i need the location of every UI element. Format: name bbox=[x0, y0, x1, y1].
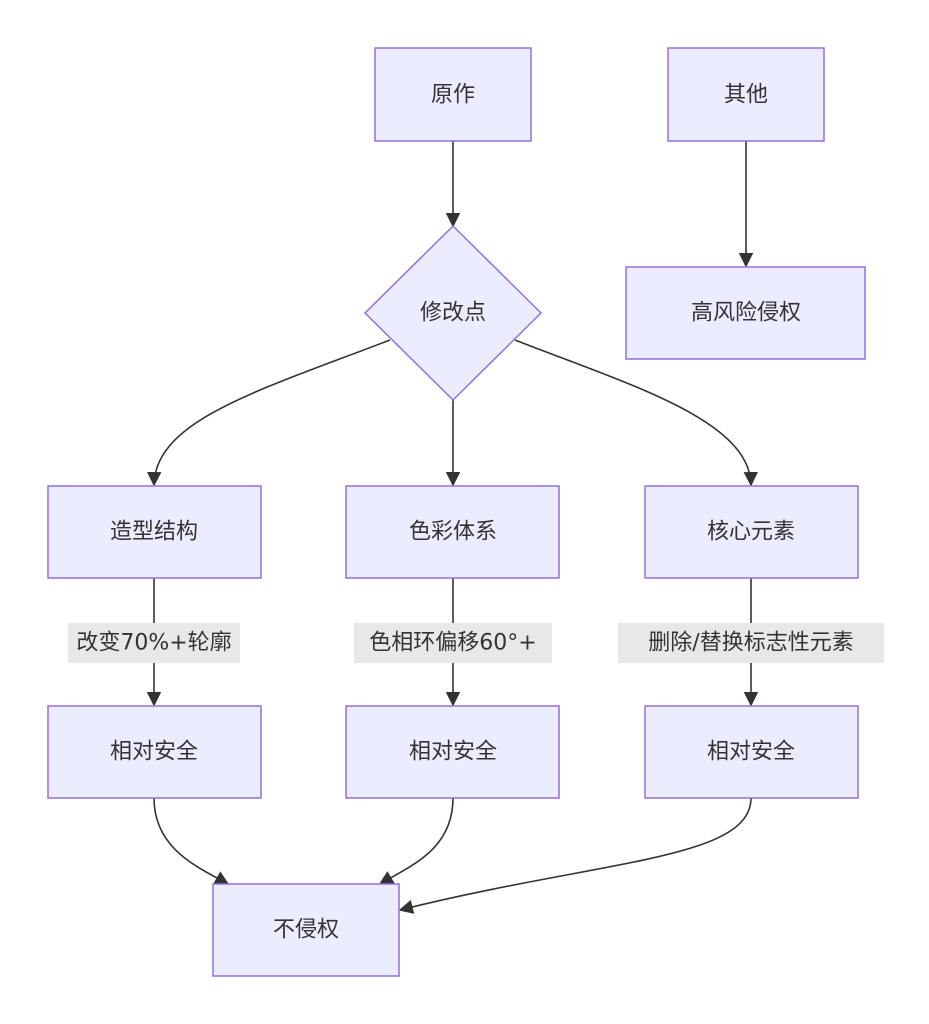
node-core-elements: 核心元素 bbox=[644, 485, 859, 579]
node-no-infringement: 不侵权 bbox=[212, 883, 400, 977]
node-high-risk: 高风险侵权 bbox=[625, 266, 866, 360]
node-original: 原作 bbox=[374, 47, 532, 142]
node-modification-point: 修改点 bbox=[363, 224, 543, 402]
svg-text:造型结构: 造型结构 bbox=[110, 520, 198, 545]
svg-text:核心元素: 核心元素 bbox=[707, 520, 795, 545]
svg-text:色相环偏移60°+: 色相环偏移60°+ bbox=[369, 631, 536, 656]
svg-text:删除/替换标志性元素: 删除/替换标志性元素 bbox=[648, 631, 853, 656]
node-safe-left: 相对安全 bbox=[47, 705, 262, 799]
svg-text:相对安全: 相对安全 bbox=[707, 740, 795, 765]
svg-text:修改点: 修改点 bbox=[420, 301, 486, 326]
svg-text:改变70%+轮廓: 改变70%+轮廓 bbox=[76, 631, 231, 656]
node-shape-structure: 造型结构 bbox=[47, 485, 262, 579]
svg-text:高风险侵权: 高风险侵权 bbox=[691, 301, 801, 326]
edge-label-core: 删除/替换标志性元素 bbox=[618, 623, 884, 663]
node-color-system: 色彩体系 bbox=[345, 485, 560, 579]
edge-modification-to-shape bbox=[147, 339, 391, 487]
svg-text:原作: 原作 bbox=[431, 83, 475, 108]
svg-text:色彩体系: 色彩体系 bbox=[409, 520, 497, 545]
node-safe-middle: 相对安全 bbox=[345, 705, 560, 799]
svg-text:其他: 其他 bbox=[724, 83, 768, 108]
svg-text:相对安全: 相对安全 bbox=[409, 740, 497, 765]
edge-safe-middle-to-final bbox=[378, 797, 454, 885]
edge-safe-left-to-final bbox=[153, 797, 230, 885]
edge-label-shape: 改变70%+轮廓 bbox=[68, 623, 240, 663]
node-safe-right: 相对安全 bbox=[644, 705, 859, 799]
node-other: 其他 bbox=[667, 47, 825, 142]
edge-label-color: 色相环偏移60°+ bbox=[354, 623, 552, 663]
svg-text:不侵权: 不侵权 bbox=[273, 918, 339, 943]
edge-safe-right-to-final bbox=[398, 797, 752, 914]
edge-modification-to-core bbox=[514, 339, 758, 487]
svg-text:相对安全: 相对安全 bbox=[110, 740, 198, 765]
